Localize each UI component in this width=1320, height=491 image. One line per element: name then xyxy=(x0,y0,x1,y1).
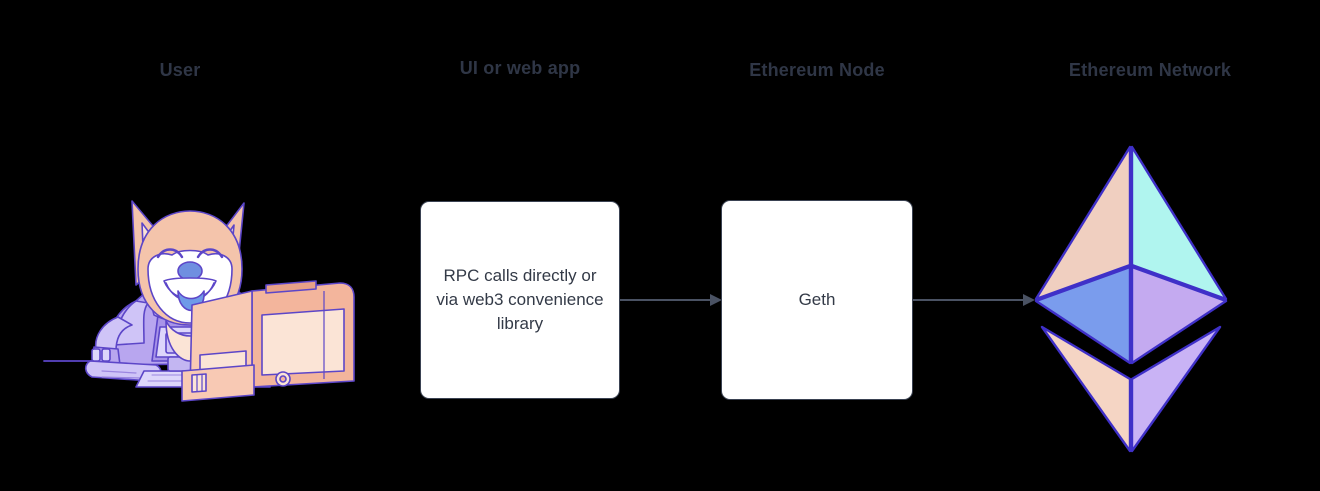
process-box-rpc-calls[interactable]: RPC calls directly or via web3 convenien… xyxy=(420,201,620,399)
arrow-rpc-to-geth xyxy=(620,294,722,306)
column-heading-ethereum-node: Ethereum Node xyxy=(749,60,885,80)
arrow-shaft xyxy=(913,299,1024,301)
arrow-shaft xyxy=(620,299,711,301)
ethereum-diamond-logo xyxy=(1020,135,1245,460)
column-heading-ethereum-network: Ethereum Network xyxy=(1068,60,1232,80)
column-heading-ui-or-web-app: UI or web app xyxy=(459,58,581,78)
arrow-head-icon xyxy=(1023,294,1035,306)
process-box-geth[interactable]: Geth xyxy=(721,200,913,400)
column-heading-user: User xyxy=(159,60,201,80)
process-box-rpc-calls-label: RPC calls directly or via web3 convenien… xyxy=(436,265,604,334)
arrow-geth-to-network xyxy=(913,294,1035,306)
process-box-geth-label: Geth xyxy=(798,289,836,309)
arrow-head-icon xyxy=(710,294,722,306)
shiba-inu-at-computer-illustration xyxy=(40,165,380,410)
